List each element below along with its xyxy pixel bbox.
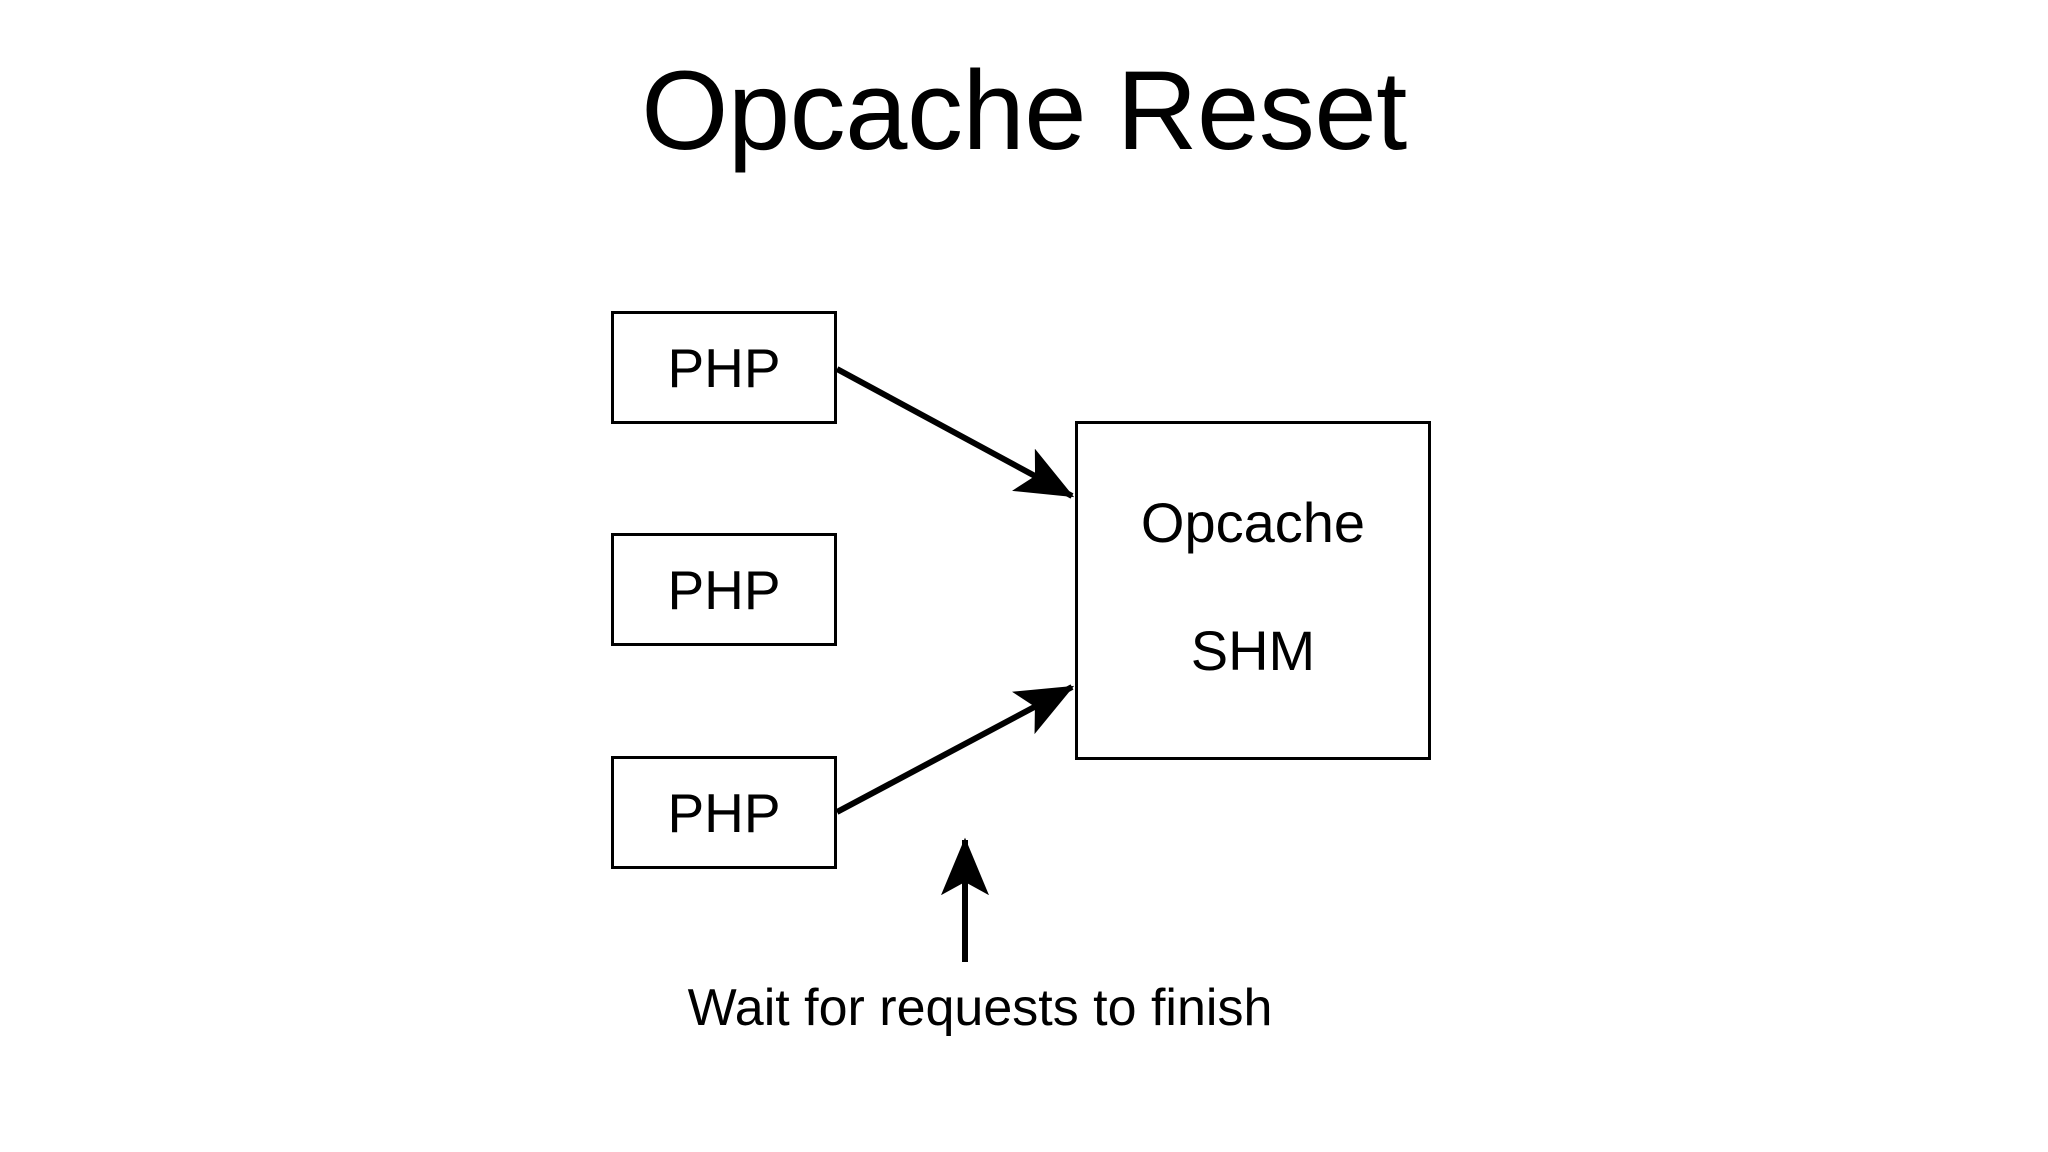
php-box-3: PHP xyxy=(611,756,837,869)
opcache-shm-box: Opcache SHM xyxy=(1075,421,1431,760)
php-box-1: PHP xyxy=(611,311,837,424)
connector-php1-to-shm xyxy=(835,366,1075,499)
opcache-shm-label-line2: SHM xyxy=(1190,619,1316,682)
php-box-2: PHP xyxy=(611,533,837,646)
php-box-2-label: PHP xyxy=(667,558,781,621)
php-box-3-label: PHP xyxy=(667,781,781,844)
page-title: Opcache Reset xyxy=(641,48,1407,173)
php-box-1-label: PHP xyxy=(667,336,781,399)
connector-php3-to-shm xyxy=(835,684,1075,815)
wait-for-requests-caption: Wait for requests to finish xyxy=(687,979,1273,1037)
opcache-shm-label-line1: Opcache xyxy=(1140,491,1366,554)
